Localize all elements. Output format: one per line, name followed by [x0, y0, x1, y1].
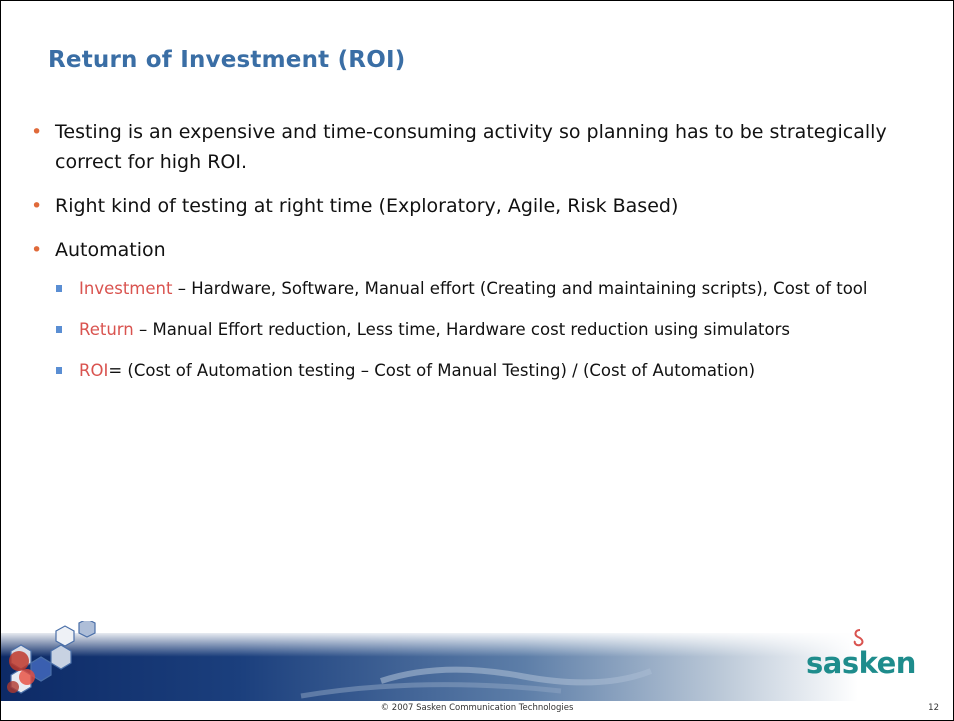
sub-bullet-text: = (Cost of Automation testing – Cost of …: [108, 361, 756, 380]
footer-copyright: © 2007 Sasken Communication Technologies: [380, 703, 574, 713]
bullet-item: • Testing is an expensive and time-consu…: [29, 117, 909, 177]
slide-content: • Testing is an expensive and time-consu…: [29, 117, 909, 398]
square-bullet-icon: [56, 367, 62, 374]
sub-bullet-highlight: ROI: [79, 361, 109, 380]
bullet-dot-icon: •: [31, 121, 43, 143]
sub-bullet-highlight: Investment: [79, 279, 173, 298]
square-bullet-icon: [56, 326, 62, 333]
bullet-text: Testing is an expensive and time-consumi…: [55, 121, 887, 173]
slide-title: Return of Investment (ROI): [48, 47, 406, 73]
square-bullet-icon: [56, 285, 62, 292]
bullet-dot-icon: •: [31, 239, 43, 261]
sub-bullet-item: ROI= (Cost of Automation testing – Cost …: [29, 357, 899, 384]
bullet-item: • Right kind of testing at right time (E…: [29, 191, 909, 221]
sub-bullet-item: Return – Manual Effort reduction, Less t…: [29, 316, 899, 343]
sasken-logo: sasken: [806, 646, 916, 680]
bullet-text: Automation: [55, 239, 166, 261]
sub-bullet-item: Investment – Hardware, Software, Manual …: [29, 275, 899, 302]
bullet-text: Right kind of testing at right time (Exp…: [55, 195, 679, 217]
page-number: 12: [928, 703, 939, 713]
bullet-dot-icon: •: [31, 195, 43, 217]
sub-bullet-highlight: Return: [79, 320, 134, 339]
bullet-item: • Automation: [29, 235, 909, 265]
sub-bullet-text: – Manual Effort reduction, Less time, Ha…: [133, 320, 791, 339]
sub-bullet-list: Investment – Hardware, Software, Manual …: [29, 275, 909, 384]
footer-banner: [1, 621, 953, 701]
sub-bullet-text: – Hardware, Software, Manual effort (Cre…: [172, 279, 868, 298]
sasken-logo-icon: [853, 629, 864, 647]
